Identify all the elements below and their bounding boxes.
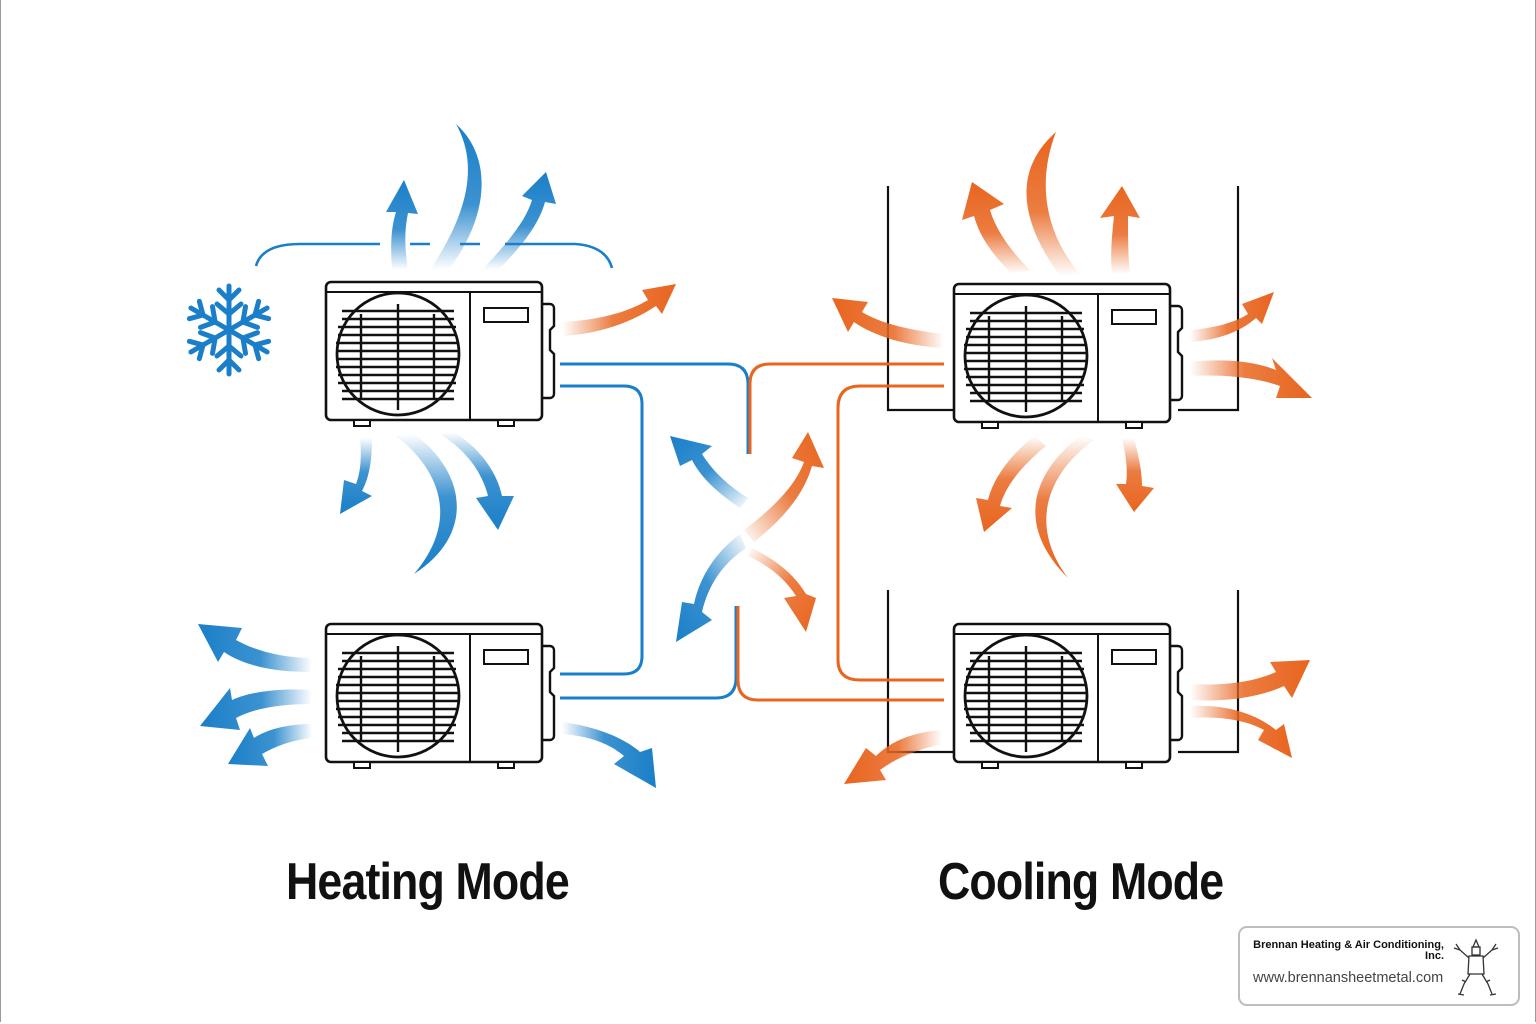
refrigerant-line-blue	[560, 362, 750, 700]
hot-airflow-arrow	[1190, 292, 1274, 342]
cold-airflow-arrow	[430, 124, 482, 270]
hot-airflow-arrow	[1190, 705, 1292, 758]
reversing-valve-arrows-icon	[670, 432, 824, 642]
cold-airflow-arrow	[440, 432, 514, 530]
brand-name: Brennan Heating & Air Conditioning, Inc.	[1253, 939, 1444, 962]
hot-airflow-arrow	[1116, 438, 1154, 512]
cold-air-boundary-line	[254, 242, 614, 269]
heating-mode-title: Heating Mode	[286, 853, 570, 911]
cold-airflow-arrow	[386, 180, 418, 270]
outdoor-ac-unit-icon	[324, 622, 556, 770]
hot-airflow-arrow	[1026, 132, 1080, 276]
hot-airflow-arrow	[1190, 660, 1310, 701]
cold-airflow-arrow	[198, 624, 312, 672]
cold-airflow-arrow	[482, 172, 556, 270]
cold-airflow-arrow	[200, 688, 312, 730]
outdoor-ac-unit-icon	[324, 280, 556, 428]
cold-airflow-arrow	[228, 724, 312, 766]
brand-url-link[interactable]: www.brennansheetmetal.com	[1253, 970, 1444, 986]
brand-badge: Brennan Heating & Air Conditioning, Inc.…	[1238, 926, 1520, 1006]
hot-airflow-arrow	[976, 436, 1046, 532]
cooling-mode-title: Cooling Mode	[938, 853, 1224, 911]
cooling-mode-group	[736, 132, 1312, 784]
hot-airflow-arrow	[962, 182, 1030, 274]
outdoor-ac-unit-icon	[952, 622, 1184, 770]
hot-airflow-arrow	[1190, 358, 1312, 398]
hot-airflow-arrow	[1100, 186, 1140, 274]
snowflake-icon	[185, 283, 273, 374]
outdoor-ac-unit-icon	[952, 282, 1184, 430]
hot-airflow-arrow	[1035, 436, 1094, 578]
cold-airflow-arrow	[396, 434, 457, 574]
refrigerant-line-orange	[736, 362, 944, 702]
heating-mode-group	[185, 124, 750, 788]
cold-airflow-arrow	[562, 722, 656, 788]
hot-airflow-arrow	[832, 298, 944, 348]
hot-airflow-arrow	[844, 730, 942, 784]
cold-airflow-arrow	[340, 438, 372, 514]
tin-man-mascot-icon	[1453, 938, 1499, 996]
hot-airflow-arrow	[562, 284, 676, 336]
